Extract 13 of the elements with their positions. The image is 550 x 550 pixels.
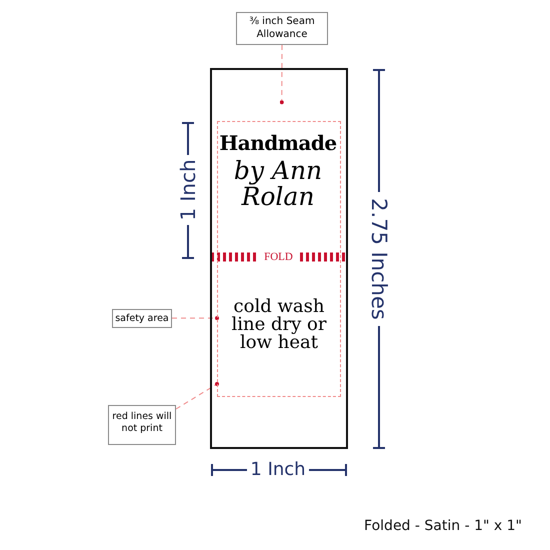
- leader-line: [280, 44, 284, 104]
- care-text: cold wash line dry or low heat: [230, 298, 328, 352]
- callout-box: red lines will not print: [108, 405, 176, 445]
- fold-text: FOLD: [263, 250, 294, 264]
- label-text: by Ann Rolan: [232, 158, 324, 210]
- leader-line: [172, 316, 219, 320]
- callout-box: safety area: [112, 309, 172, 328]
- caption-text: Folded - Satin - 1" x 1": [363, 518, 523, 534]
- label-text: Handmade: [218, 131, 338, 155]
- callout-box: ⅜ inch Seam Allowance: [236, 12, 328, 45]
- leader-line: [176, 382, 219, 410]
- label-outline: [210, 68, 348, 449]
- safety-area-outline: [216, 120, 340, 396]
